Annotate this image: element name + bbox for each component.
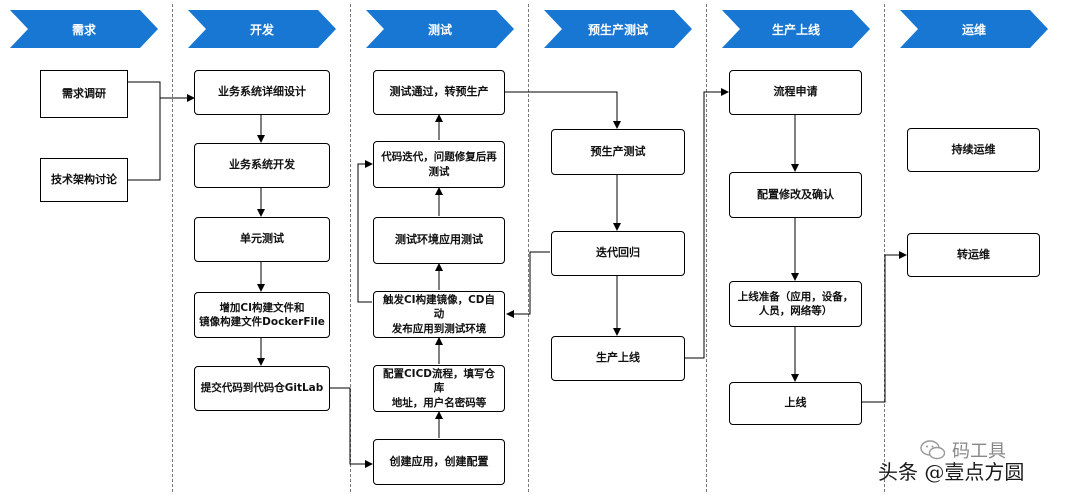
node-trigger-ci: 触发CI构建镜像，CD自动 发布应用到测试环境 (373, 291, 505, 338)
column-divider (528, 4, 529, 492)
connector-arrow (862, 251, 907, 403)
node-release-preparation: 上线准备（应用，设备， 人员，网络等） (729, 281, 862, 327)
watermark-bottom-text: 头条 @壹点方圆 (878, 459, 1025, 484)
connector-arrow (128, 81, 195, 102)
connector-arrow (685, 88, 729, 359)
connector-arrow (505, 91, 621, 129)
stage-production-release: 生产上线 (722, 10, 870, 48)
stage-testing: 测试 (366, 10, 514, 48)
node-tech-architecture: 技术架构讨论 (40, 158, 128, 202)
node-business-design: 业务系统详细设计 (194, 70, 330, 115)
node-business-development: 业务系统开发 (194, 143, 330, 188)
node-production-release: 生产上线 (551, 336, 685, 381)
column-divider (350, 4, 351, 492)
node-create-app: 创建应用，创建配置 (373, 439, 505, 485)
stage-preproduction-test: 预生产测试 (544, 10, 692, 48)
node-requirement-research: 需求调研 (40, 70, 128, 118)
node-go-live: 上线 (729, 382, 862, 425)
wechat-icon (920, 440, 946, 460)
node-process-application: 流程申请 (729, 70, 862, 115)
watermark-logo: 码工具 (920, 437, 1006, 463)
node-iteration-regression: 迭代回归 (551, 231, 685, 276)
node-unit-test: 单元测试 (194, 217, 330, 262)
node-add-ci-files: 增加CI构建文件和 镜像构建文件DockerFile (194, 292, 330, 338)
node-env-app-test: 测试环境应用测试 (373, 217, 505, 264)
stage-operations: 运维 (900, 10, 1048, 48)
connector-arrow (506, 251, 550, 318)
node-test-passed: 测试通过，转预生产 (373, 70, 505, 115)
watermark-top-text: 码工具 (952, 441, 1006, 462)
node-code-iteration: 代码迭代，问题修复后再 测试 (373, 141, 505, 188)
connector-line (128, 98, 161, 181)
node-configure-cicd: 配置CICD流程，填写仓库 地址，用户名密码等 (373, 365, 505, 412)
column-divider (706, 4, 707, 492)
node-transfer-to-operations: 转运维 (907, 233, 1040, 277)
node-preproduction-test: 预生产测试 (551, 129, 685, 175)
connector-arrow (357, 160, 373, 303)
watermark-author: 头条 @壹点方圆 (878, 452, 1024, 488)
stage-development: 开发 (188, 10, 336, 48)
node-commit-code: 提交代码到代码仓GitLab (194, 366, 330, 411)
node-config-modify: 配置修改及确认 (729, 172, 862, 218)
stage-requirements: 需求 (10, 10, 158, 48)
connector-arrow (330, 387, 373, 468)
node-continuous-operations: 持续运维 (907, 128, 1040, 172)
column-divider (884, 4, 885, 492)
column-divider (172, 4, 173, 492)
